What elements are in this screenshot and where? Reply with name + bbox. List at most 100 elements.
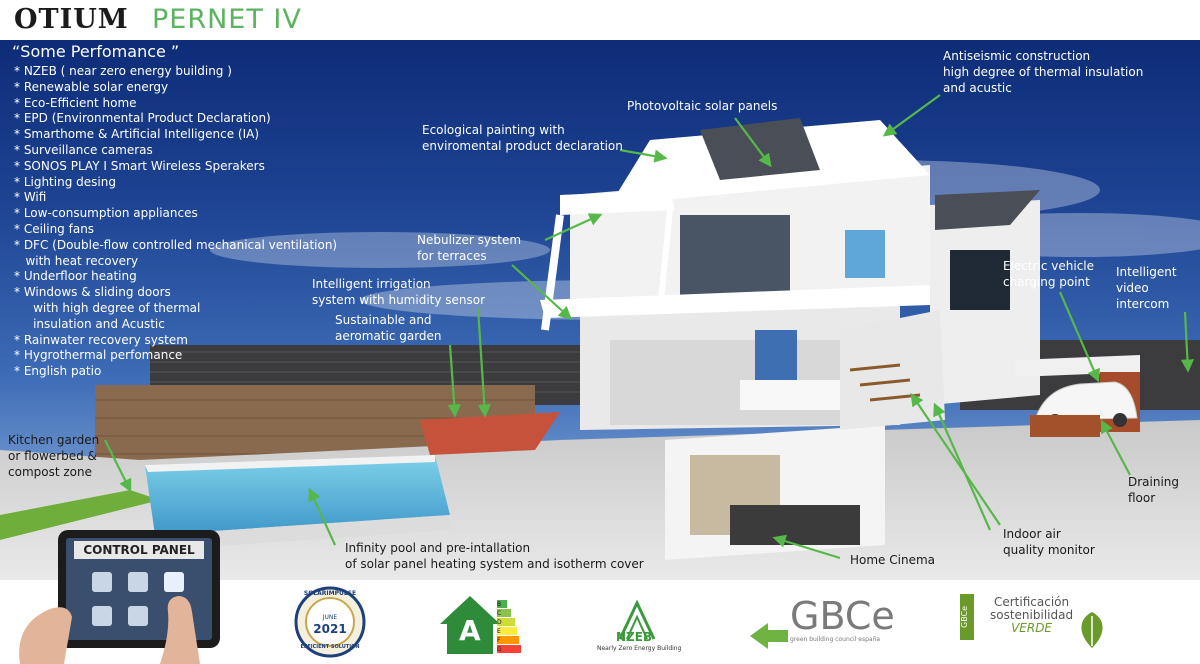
solar-impulse-top: SOLARIMPULSE [303, 590, 357, 597]
callout-irrigation: Intelligent irrigation system with humid… [312, 276, 485, 308]
energy-letters: B C D E F G [497, 600, 502, 654]
performance-item: * Eco-Efficient home [14, 95, 137, 110]
performance-item: * Underfloor heating [14, 269, 137, 284]
security-icon [164, 572, 184, 592]
callout-arrows [104, 94, 1195, 560]
house [540, 118, 1040, 560]
performance-item: * NZEB ( near zero energy building ) [14, 64, 232, 78]
nzeb-leaf-icon [618, 599, 656, 640]
car-carport [1015, 355, 1140, 437]
callout-line: Intelligent irrigation [312, 277, 431, 291]
house-scene: “Some Perfomance ” * NZEB ( near zero en… [0, 40, 1200, 580]
energy-grade: A [459, 614, 481, 647]
callout-line: charging point [1003, 275, 1090, 289]
hands-graphic [19, 596, 200, 664]
gbce-subtitle: green building council españa [790, 636, 881, 643]
callout-line: quality monitor [1003, 543, 1095, 557]
callout-line: Sustainable and [335, 313, 432, 327]
performance-item: * Windows & sliding doors [14, 285, 171, 300]
callout-antiseismic: Antiseismic construction high degree of … [943, 48, 1143, 96]
performance-item: * Renewable solar energy [14, 79, 169, 94]
performance-item: * Rainwater recovery system [14, 332, 188, 347]
callout-home-cinema: Home Cinema [850, 552, 935, 568]
energy-letter: E [497, 628, 501, 635]
callout-line: compost zone [8, 465, 92, 479]
energy-letter: F [497, 637, 501, 644]
callout-line: or flowerbed & [8, 449, 97, 463]
callout-line: aeromatic garden [335, 329, 442, 343]
performance-item: insulation and Acustic [14, 316, 165, 331]
performance-item: * Low-consumption appliances [14, 206, 198, 221]
performance-item: * Hygrothermal perfomance [14, 348, 183, 363]
callout-air-monitor: Indoor air quality monitor [1003, 526, 1095, 558]
callout-line: and acustic [943, 81, 1012, 95]
performance-item: * Smarthome & Artificial Intelligence (I… [14, 127, 260, 142]
house-illustration [0, 94, 1200, 580]
callout-line: high degree of thermal insulation [943, 65, 1144, 79]
model-title: PERNET IV [152, 4, 302, 35]
verde-seal: GBCe [960, 594, 974, 640]
callout-ecological-painting: Ecological painting with enviromental pr… [422, 122, 623, 154]
performance-item: with heat recovery [14, 253, 139, 268]
control-panel-title: CONTROL PANEL [74, 541, 204, 559]
performance-item: * SONOS PLAY I Smart Wireless Sperakers [14, 158, 265, 173]
energy-letter: D [497, 619, 502, 626]
callout-line: Draining [1128, 475, 1180, 489]
light-icon [92, 572, 112, 592]
callout-line: intercom [1116, 297, 1170, 311]
callout-line: enviromental product declaration [422, 139, 623, 153]
nzeb-title: NZEB [616, 630, 653, 644]
callout-line: of solar panel heating system and isothe… [345, 557, 644, 571]
shade-icon [128, 572, 148, 592]
gbce-arrow-icon [750, 623, 788, 649]
callout-garden: Sustainable and aeromatic garden [335, 312, 442, 344]
callout-line: Ecological painting with [422, 123, 565, 137]
callout-line: Home Cinema [850, 553, 935, 567]
callout-line: Infinity pool and pre-intallation [345, 541, 531, 555]
gbce-title: GBCe [790, 594, 895, 638]
verde-line: sostenibilidad [990, 608, 1074, 622]
energy-letter: C [497, 610, 502, 617]
performance-item: * Lighting desing [14, 174, 116, 189]
callout-line: floor [1128, 491, 1156, 505]
solar-impulse-bottom: EFFICIENT SOLUTION [300, 644, 360, 650]
verde-line: VERDE [1011, 621, 1053, 635]
callout-line: for terraces [417, 249, 487, 263]
performance-item: * DFC (Double-flow controlled mechanical… [14, 237, 338, 252]
verde-line: Certificación [993, 595, 1070, 609]
performance-list: * NZEB ( near zero energy building ) * R… [14, 64, 337, 380]
callout-nebulizer: Nebulizer system for terraces [417, 232, 521, 264]
callout-line: Kitchen garden [8, 433, 100, 447]
header: OTIUM PERNET IV [0, 0, 1200, 40]
callout-line: Electric vehicle [1003, 259, 1095, 273]
performance-item: * Ceiling fans [14, 221, 95, 236]
solar-impulse-year: 2021 [313, 622, 347, 636]
performance-item: * Wifi [14, 190, 47, 205]
performance-item: * Surveillance cameras [14, 142, 153, 157]
performance-item: * English patio [14, 364, 102, 379]
callout-intercom: Intelligent video intercom [1116, 264, 1177, 312]
energy-letter: B [497, 601, 502, 608]
pool [145, 455, 450, 550]
callout-line: Nebulizer system [417, 233, 522, 247]
solar-impulse-seal [294, 586, 366, 658]
performance-item: with high degree of thermal [14, 300, 201, 315]
energy-label-graphic [440, 596, 521, 654]
callout-photovoltaic: Photovoltaic solar panels [627, 98, 777, 114]
callout-line: Intelligent [1116, 265, 1177, 279]
callout-line: video [1116, 281, 1149, 295]
verde-text: Certificación sostenibilidad VERDE [990, 596, 1073, 635]
solar-impulse-month: JUNE [322, 614, 338, 621]
terrace-deck [420, 412, 560, 455]
verde-leaf-icon [1081, 612, 1103, 648]
energy-letter: G [497, 646, 502, 653]
callout-line: Antiseismic construction [943, 49, 1091, 63]
callout-kitchen-garden: Kitchen garden or flowerbed & compost zo… [8, 432, 99, 480]
callout-infinity-pool: Infinity pool and pre-intallation of sol… [345, 540, 644, 572]
callout-line: Photovoltaic solar panels [627, 99, 778, 113]
performance-item: * EPD (Environmental Product Declaration… [14, 111, 271, 126]
tv-icon [128, 606, 148, 626]
brand-title: OTIUM [14, 4, 129, 35]
lawn [0, 490, 160, 540]
